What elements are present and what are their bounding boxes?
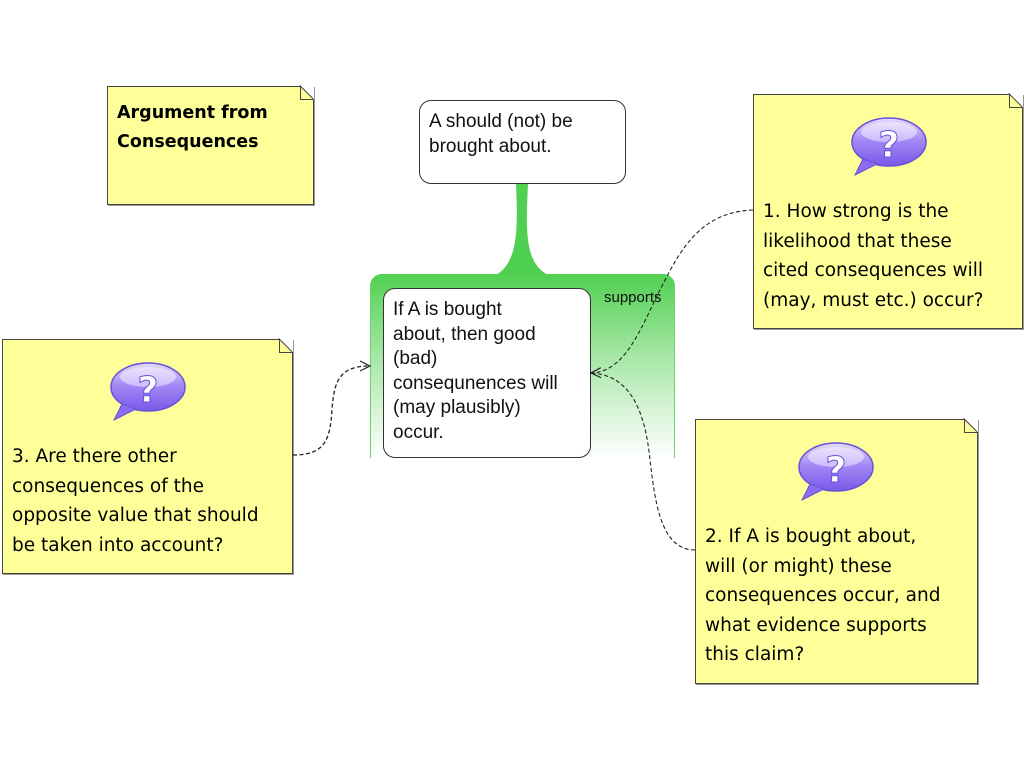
question-speech-bubble-icon: ? (110, 362, 186, 422)
note-fold-corner (279, 339, 293, 353)
critical-question-2-text: 2. If A is bought about, will (or might)… (705, 526, 941, 665)
note-fold-corner (1009, 94, 1023, 108)
title-note[interactable]: Argument from Consequences (107, 86, 314, 205)
question-speech-bubble-icon: ? (798, 442, 874, 502)
critical-question-1-text: 1. How strong is the likelihood that the… (763, 201, 984, 311)
premise-box[interactable]: If A is bought about, then good (bad) co… (383, 288, 591, 458)
conclusion-text: A should (not) be brought about. (429, 111, 573, 157)
conclusion-box[interactable]: A should (not) be brought about. (419, 100, 626, 184)
premise-text: If A is bought about, then good (bad) co… (393, 299, 558, 443)
critical-question-1[interactable]: ? 1. How strong is the likelihood that t… (753, 94, 1023, 329)
critical-question-2[interactable]: ? 2. If A is bought about, will (or migh… (695, 419, 978, 684)
note-fold-corner (964, 419, 978, 433)
svg-text:?: ? (138, 370, 159, 411)
connector-q3-to-premise (292, 366, 370, 456)
note-fold-corner (300, 86, 314, 100)
supports-label: supports (604, 289, 662, 306)
svg-text:?: ? (826, 450, 847, 491)
support-stem (496, 183, 548, 275)
title-text: Argument from Consequences (117, 103, 268, 152)
question-speech-bubble-icon: ? (851, 117, 927, 177)
critical-question-3[interactable]: ? 3. Are there other consequences of the… (2, 339, 293, 574)
svg-text:?: ? (879, 125, 900, 166)
critical-question-3-text: 3. Are there other consequences of the o… (12, 446, 259, 556)
